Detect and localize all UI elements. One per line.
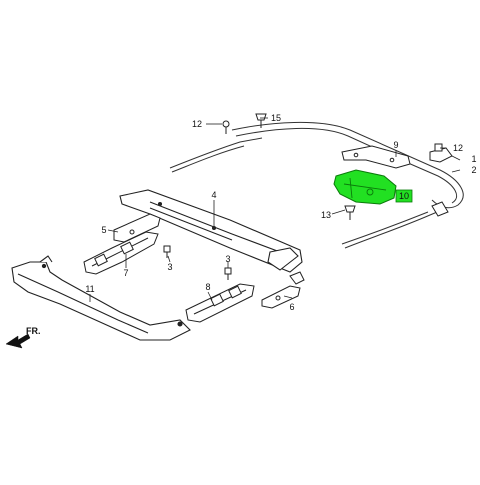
front-label: FR.	[26, 326, 41, 336]
callout-1: 1	[471, 154, 476, 164]
left-rail-part-7	[83, 231, 159, 275]
crossbar-part-4	[119, 189, 303, 273]
callout-3-right: 3	[225, 254, 230, 264]
callout-6: 6	[289, 302, 294, 312]
callout-8: 8	[205, 282, 210, 292]
fittings-part-1-2	[429, 147, 453, 217]
front-direction-indicator: FR.	[5, 326, 41, 349]
callout-10-highlight[interactable]: 10	[395, 189, 413, 203]
callout-4: 4	[211, 190, 216, 200]
callout-7: 7	[123, 268, 128, 278]
callout-14: 12	[192, 119, 202, 129]
callout-2: 2	[471, 165, 476, 175]
right-bracket-part-6	[261, 271, 305, 309]
callout-5: 5	[101, 225, 106, 235]
callout-9: 9	[393, 140, 398, 150]
right-rail-part-8	[185, 283, 255, 323]
callout-12: 12	[453, 143, 463, 153]
arrow-front-icon	[5, 333, 31, 349]
bracket-part-9	[341, 145, 411, 169]
fasteners	[222, 113, 443, 220]
callout-13: 13	[321, 210, 331, 220]
callout-11: 11	[85, 284, 94, 294]
callout-10: 10	[399, 191, 409, 201]
drive-cables	[169, 121, 464, 249]
bolt-part-3-left	[163, 245, 171, 258]
frame-part-11	[11, 255, 191, 341]
leader-lines	[89, 117, 461, 302]
left-bracket-part-5	[113, 213, 161, 243]
motor-part-10[interactable]	[333, 169, 397, 205]
callout-3-left: 3	[167, 262, 172, 272]
callout-15: 15	[271, 113, 281, 123]
callout-labels: 12 15 9 12 1 2 13 4 5 7 3 3 8 6 11	[85, 113, 476, 312]
bolt-part-3-right	[224, 267, 232, 280]
